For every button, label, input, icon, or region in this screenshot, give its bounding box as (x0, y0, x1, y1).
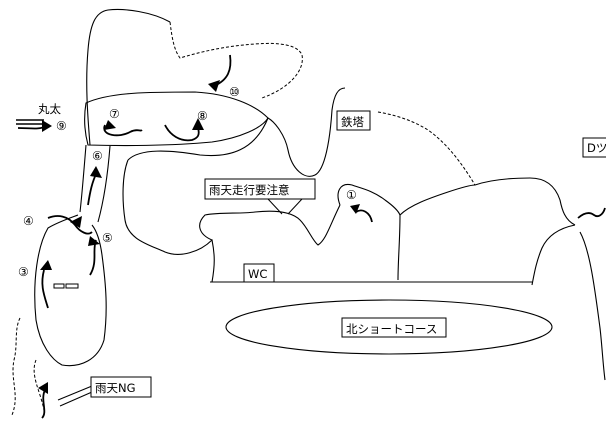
north-short-course-ellipse (225, 299, 553, 355)
arrow-3 (41, 269, 49, 309)
marker-4: ④ (23, 214, 34, 228)
arrow-7-head (104, 120, 116, 130)
rain-caution-pointer-2 (287, 198, 303, 215)
arrow-8 (164, 124, 200, 142)
marker-5: ⑤ (102, 231, 113, 245)
right-connector-track (97, 145, 111, 223)
southwest-dashed-trail (11, 317, 45, 416)
arrow-d-right (577, 207, 606, 219)
maruta-label: 丸太 (38, 102, 61, 116)
arrow-3-head (40, 260, 52, 270)
arrow-rain-ng (41, 389, 46, 419)
wc-label-box (243, 263, 275, 283)
north-loop-dashed (169, 21, 303, 99)
arrow-6-head (90, 166, 102, 178)
hut-2 (65, 283, 79, 289)
rain-caution-label: 雨天走行要注意 (209, 183, 290, 197)
arrow-7 (103, 124, 143, 137)
arrow-8-head (192, 118, 204, 130)
rain-ng-label-box (90, 376, 152, 398)
arrow-5-head (88, 236, 100, 246)
arrow-9 (17, 125, 47, 130)
middle-lobe-track (84, 91, 269, 147)
center-south-track (122, 159, 341, 255)
arrow-4-head (70, 216, 82, 228)
arrow-10-head (208, 80, 220, 92)
east-edge-track (579, 231, 606, 381)
arrow-1-head (350, 204, 360, 214)
tower-dashed-trail (377, 111, 476, 186)
rain-caution-label-box (204, 178, 316, 200)
southwest-loop-track (34, 214, 107, 367)
marker-1: ① (346, 188, 357, 202)
marker-6: ⑥ (92, 149, 103, 163)
marker-8: ⑧ (197, 109, 208, 123)
hut-1 (53, 283, 65, 289)
marker-9: ⑨ (56, 119, 67, 133)
d-label-box (582, 137, 606, 158)
arrow-9-head (42, 120, 52, 132)
north-loop-track (86, 9, 171, 146)
arrow-1 (355, 209, 373, 223)
north-short-course-label-box (341, 317, 447, 338)
central-ridge-track (127, 87, 346, 177)
wc-label: WC (248, 267, 267, 281)
arrow-rain-ng-head (38, 382, 48, 394)
tower-connector (397, 214, 401, 281)
marker-10: ⑩ (229, 85, 240, 99)
rain-ng-label: 雨天NG (95, 381, 136, 395)
left-connector-track (79, 144, 87, 213)
rain-ng-pointer-2 (59, 391, 93, 407)
rain-caution-pointer (267, 198, 283, 215)
wc-spur (211, 239, 215, 283)
marker-3: ③ (18, 265, 29, 279)
east-descending-track (531, 224, 576, 286)
d-label: Dツ (587, 141, 606, 155)
steel-tower-label: 鉄塔 (341, 115, 364, 129)
arrow-6 (87, 171, 98, 206)
north-short-course-label: 北ショートコース (346, 322, 437, 336)
steel-tower-label-box (336, 110, 371, 131)
marker-7: ⑦ (109, 107, 120, 121)
east-winding-track (337, 177, 576, 226)
rain-ng-pointer-1 (57, 385, 93, 401)
